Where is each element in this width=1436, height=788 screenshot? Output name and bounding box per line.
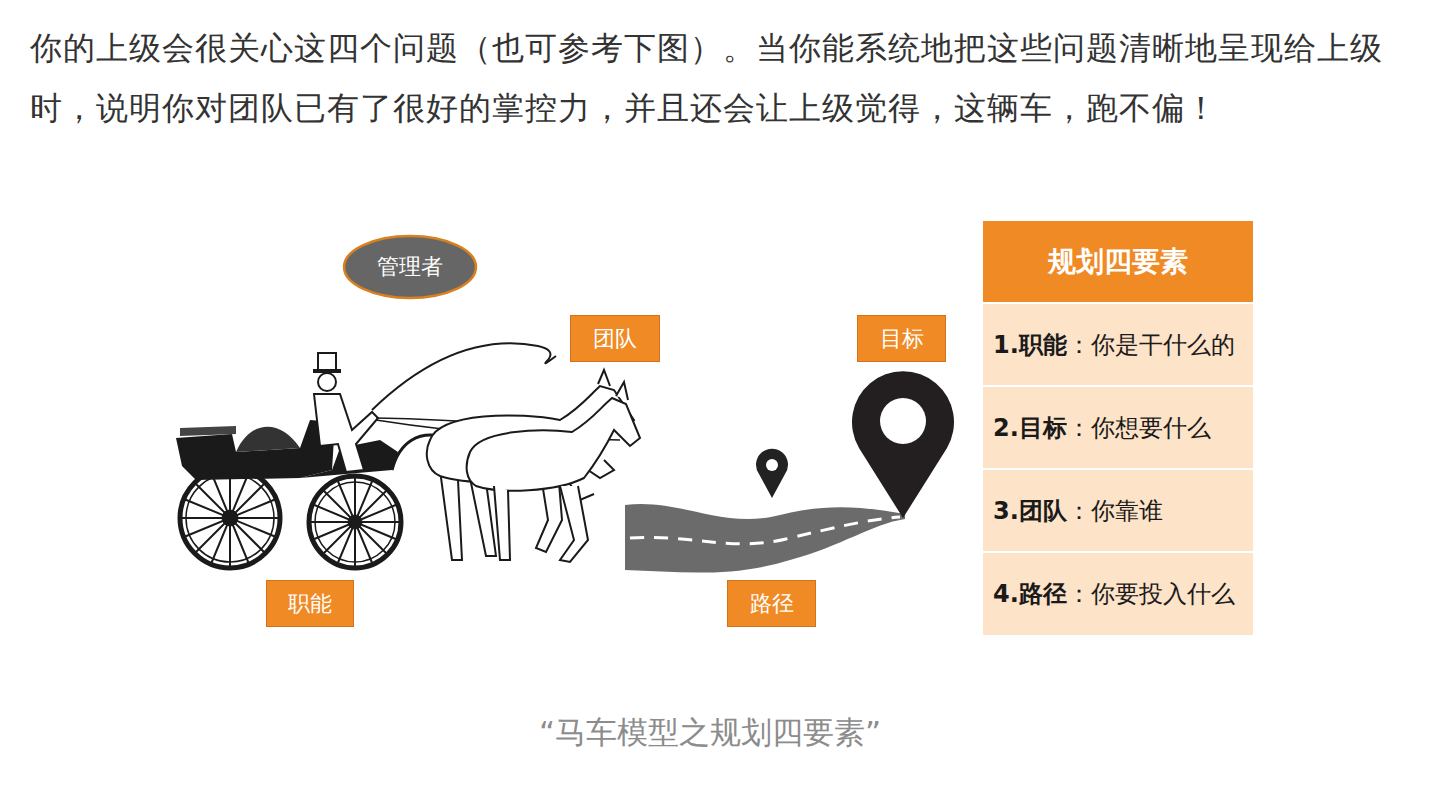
text-holder: 3.团队：你靠谁 — [983, 470, 1253, 551]
carriage — [176, 420, 440, 568]
road-dashes — [630, 517, 900, 544]
text-holder: 4.路径：你要投入什么 — [983, 553, 1253, 635]
big-pin-hole — [880, 398, 926, 444]
text-holder: 规划四要素 — [983, 221, 1253, 302]
node-label: 团队 — [593, 324, 637, 354]
element-name: 1.职能 — [993, 329, 1067, 361]
label-tag: 路径 — [727, 580, 816, 627]
element-name: 4.路径 — [993, 578, 1067, 610]
table-row: 4.路径：你要投入什么 — [983, 553, 1253, 635]
element-question: ：你靠谁 — [1067, 495, 1163, 527]
text-holder: 路径 — [728, 581, 815, 626]
table-row: 2.目标：你想要什么 — [983, 387, 1253, 468]
label-tag: 目标 — [857, 315, 946, 362]
text-holder: 目标 — [858, 316, 945, 361]
node-label: 职能 — [288, 589, 332, 619]
table-heading: 规划四要素 — [1048, 243, 1188, 281]
table-row: 1.职能：你是干什么的 — [983, 304, 1253, 385]
big-pin — [852, 371, 954, 518]
text-holder: 1.职能：你是干什么的 — [983, 304, 1253, 385]
role-ellipse: 管理者 — [342, 234, 478, 300]
table-row: 3.团队：你靠谁 — [983, 470, 1253, 551]
intro-paragraph: 你的上级会很关心这四个问题（也可参考下图）。当你能系统地把这些问题清晰地呈现给上… — [30, 18, 1420, 138]
label-tag: 职能 — [266, 580, 354, 627]
figure-caption: “马车模型之规划四要素” — [0, 712, 1420, 754]
node-label: 管理者 — [377, 252, 443, 282]
horses — [427, 370, 640, 562]
element-question: ：你想要什么 — [1067, 412, 1211, 444]
road — [625, 504, 905, 573]
element-name: 3.团队 — [993, 495, 1067, 527]
node-label: 目标 — [880, 324, 924, 354]
element-name: 2.目标 — [993, 412, 1067, 444]
element-table: 规划四要素1.职能：你是干什么的2.目标：你想要什么3.团队：你靠谁4.路径：你… — [983, 221, 1253, 635]
node-label: 路径 — [750, 589, 794, 619]
text-holder: 2.目标：你想要什么 — [983, 387, 1253, 468]
text-holder: 团队 — [571, 316, 659, 361]
ellipse-shape — [344, 236, 476, 298]
text-holder: 管理者 — [342, 234, 478, 300]
text-holder: 职能 — [267, 581, 353, 626]
element-question: ：你是干什么的 — [1067, 329, 1235, 361]
small-pin-hole — [766, 459, 778, 471]
small-pin — [756, 449, 788, 498]
element-question: ：你要投入什么 — [1067, 578, 1235, 610]
label-tag: 团队 — [570, 315, 660, 362]
